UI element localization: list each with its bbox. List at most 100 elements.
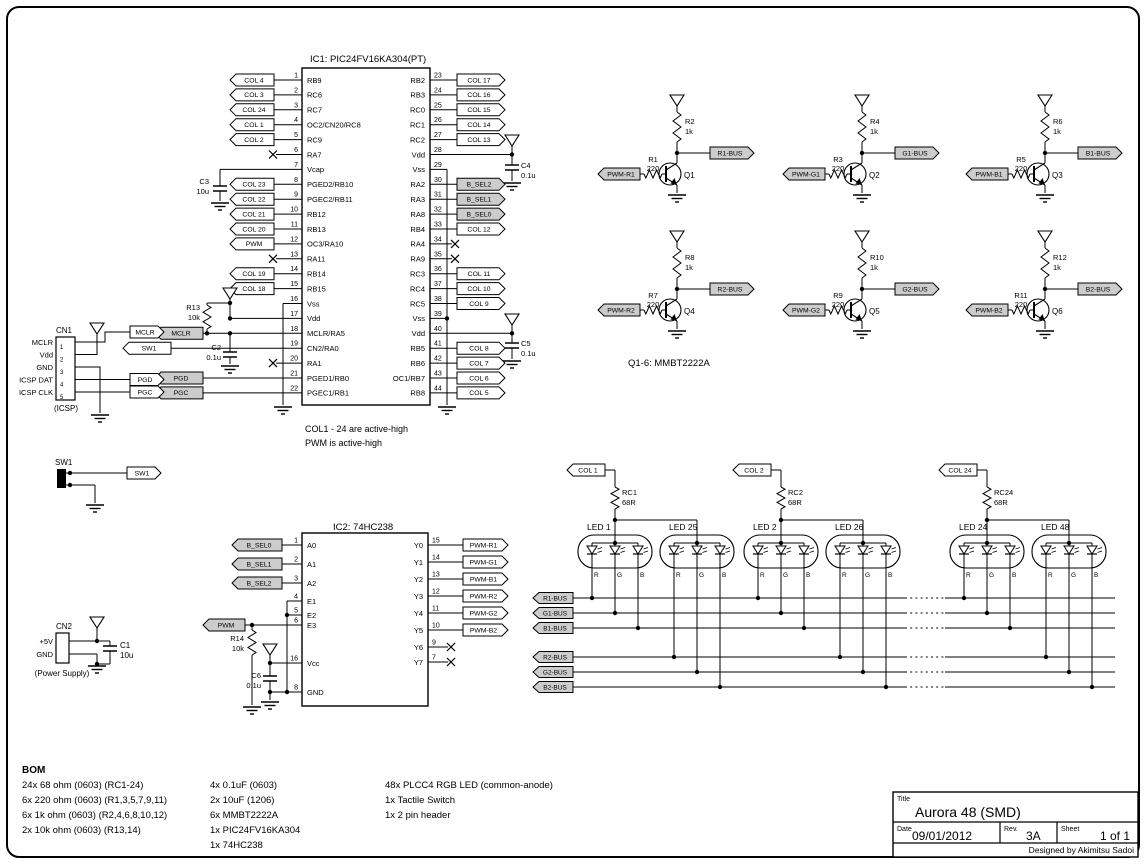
led-emission-arrow xyxy=(763,547,769,550)
net-tag-label: COL 3 xyxy=(244,92,264,99)
net-tag xyxy=(894,282,940,296)
ref-des: R9 xyxy=(833,291,843,300)
junction-dot xyxy=(961,595,967,601)
junction-dot xyxy=(984,610,990,616)
pin-name: RA1 xyxy=(307,359,322,368)
led-pin-label: R xyxy=(842,572,847,579)
npn-transistor-icon xyxy=(658,162,682,186)
pin-number: 14 xyxy=(432,555,440,562)
vdd-icon xyxy=(853,94,871,108)
pin-number: 3 xyxy=(60,370,64,376)
bom-item: 2x 10k ohm (0603) (R13,14) xyxy=(22,825,141,836)
wire xyxy=(75,366,101,413)
net-tag-label: COL 23 xyxy=(242,182,265,189)
ref-des: Q1 xyxy=(684,171,695,180)
pin-number: 32 xyxy=(434,207,442,214)
pin-name: OC2/CN20/RC8 xyxy=(307,121,361,130)
net-tag-label: PWM-R1 xyxy=(607,171,635,178)
led-pin-label: B xyxy=(1094,572,1098,579)
ref-des: C6 xyxy=(251,671,261,680)
pin-number: 38 xyxy=(434,296,442,303)
pin-number: 5 xyxy=(60,395,64,401)
led-emission-arrow xyxy=(891,550,897,553)
led-icon xyxy=(1040,545,1052,555)
net-tag-label: SW1 xyxy=(142,346,157,353)
pin-name: A0 xyxy=(307,541,316,550)
bom-item: 48x PLCC4 RGB LED (common-anode) xyxy=(385,780,553,791)
npn-emitter-arrow xyxy=(670,178,677,185)
net-tag-label: COL 4 xyxy=(244,77,264,84)
ref-des: R11 xyxy=(1014,291,1027,300)
schematic-title: Aurora 48 (SMD) xyxy=(915,804,1021,820)
ref-des: R2 xyxy=(685,117,695,126)
component-value: 0.1u xyxy=(521,171,536,180)
pin-number: 19 xyxy=(290,341,298,348)
col-tag xyxy=(566,463,606,477)
junction-dot xyxy=(227,300,233,306)
junction-dot xyxy=(227,316,233,321)
led-icon xyxy=(1004,545,1016,555)
net-tag xyxy=(462,606,509,620)
pin-name: ICSP DAT xyxy=(19,375,53,384)
led-icon xyxy=(857,545,869,555)
ref-des: R14 xyxy=(230,634,244,643)
bom-item: 6x MMBT2222A xyxy=(210,810,279,821)
led-icon xyxy=(668,545,680,555)
net-tag-label: PWM-R2 xyxy=(607,307,635,314)
component-value: 1k xyxy=(685,263,693,272)
ic2-body xyxy=(301,532,429,707)
ref-des: Q6 xyxy=(1052,307,1063,316)
net-tag-label: PWM-G2 xyxy=(470,610,498,617)
component-value: 1k xyxy=(870,263,878,272)
led-pin-label: R xyxy=(1048,572,1053,579)
net-tag-label: COL 5 xyxy=(469,390,489,397)
net-tag-label: B1-BUS xyxy=(1086,150,1111,157)
net-tag-label: PWM-G2 xyxy=(792,307,820,314)
npn-transistor-icon xyxy=(1033,162,1046,171)
pin-number: 15 xyxy=(290,281,298,288)
pin-number: 1 xyxy=(294,73,298,80)
junction-dot xyxy=(837,654,843,660)
pin-number: 31 xyxy=(434,192,442,199)
pin-number: 4 xyxy=(60,382,64,388)
connector-title: CN1 xyxy=(56,326,73,335)
net-tag xyxy=(456,282,506,296)
pin-number: 20 xyxy=(290,356,298,363)
bom-item: 24x 68 ohm (0603) (RC1-24) xyxy=(22,780,143,791)
pin-name: Vcap xyxy=(307,165,324,174)
pin-name: RB2 xyxy=(410,76,425,85)
pin-name: Y3 xyxy=(414,592,423,601)
pin-number: 33 xyxy=(434,222,442,229)
led-pin-label: R xyxy=(760,572,765,579)
pin-name: RB9 xyxy=(307,76,322,85)
pin-number: 24 xyxy=(434,87,442,94)
net-tag xyxy=(462,589,509,603)
pin-name: RB13 xyxy=(307,225,326,234)
no-connect-icon xyxy=(450,254,460,264)
junction-dot xyxy=(635,625,641,631)
pin-number: 12 xyxy=(290,236,298,243)
net-tag xyxy=(597,303,641,317)
net-tag xyxy=(456,103,506,117)
net-tag-label: PGD xyxy=(174,375,189,382)
component-value: 220 xyxy=(647,300,660,309)
component-value: 0.1u xyxy=(206,353,221,362)
led-emission-arrow xyxy=(992,550,998,553)
date-value: 09/01/2012 xyxy=(912,829,972,843)
component-value: 1k xyxy=(1053,263,1061,272)
pin-name: Vdd xyxy=(40,350,53,359)
net-tag xyxy=(462,623,509,637)
net-tag xyxy=(456,222,506,236)
ref-des: R6 xyxy=(1053,117,1063,126)
junction-dot xyxy=(612,610,618,616)
pin-number: 7 xyxy=(294,162,298,169)
junction-dot xyxy=(444,316,450,321)
component-value: 10u xyxy=(196,187,209,196)
note-text: COL1 - 24 are active-high xyxy=(305,424,408,434)
led-pin-label: B xyxy=(722,572,726,579)
pin-number: 8 xyxy=(294,685,298,692)
net-tag-label: PGD xyxy=(138,377,153,384)
ref-des: RC1 xyxy=(622,488,637,497)
net-tag-label: MCLR xyxy=(135,329,154,336)
